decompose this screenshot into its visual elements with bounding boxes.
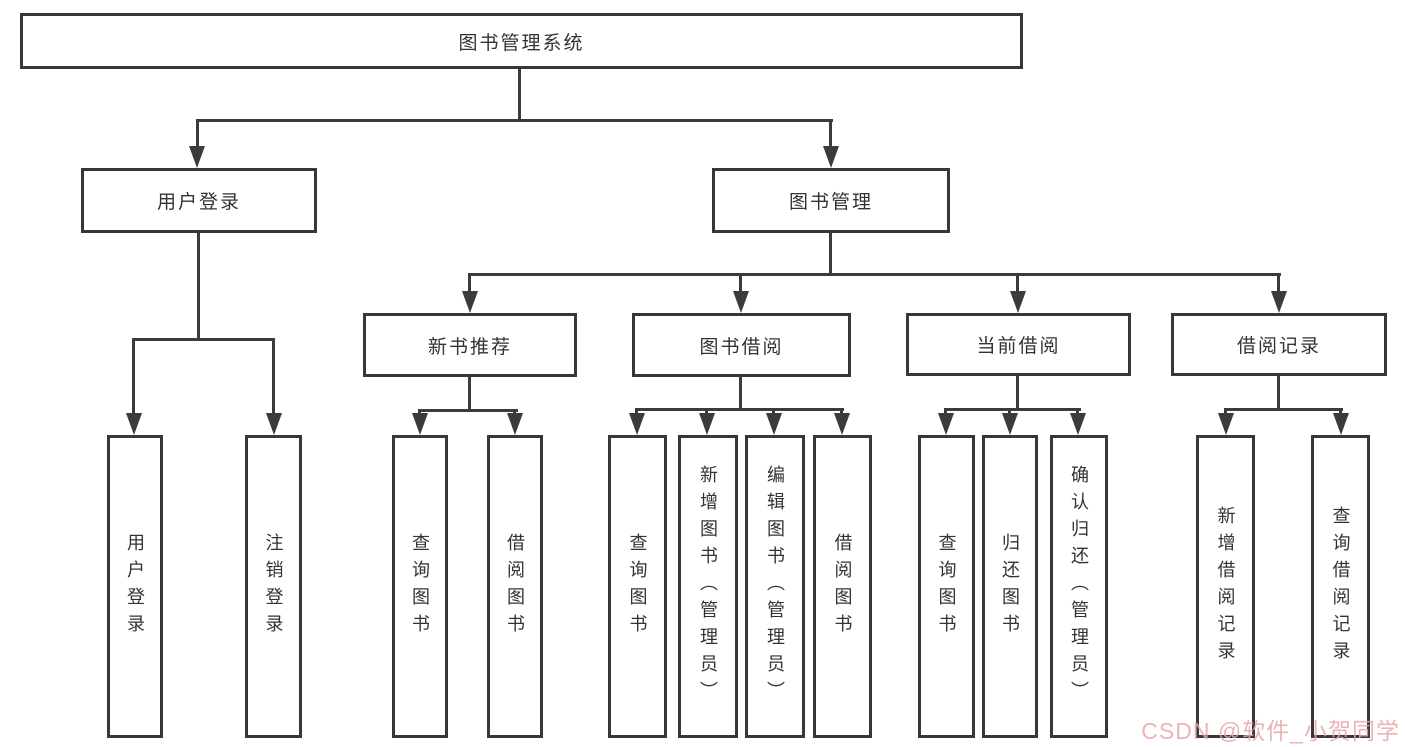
connector-drop [944, 408, 947, 415]
connector-stem [829, 233, 832, 273]
arrowhead-down-icon [1002, 413, 1018, 435]
arrowhead-down-icon [938, 413, 954, 435]
arrowhead-down-icon [823, 146, 839, 168]
connector-bar [418, 409, 518, 412]
leaf-query-books-recommend: 查询图书 [392, 435, 448, 738]
node-label: 用户登录 [156, 192, 241, 213]
leaf-label: 归还图书 [1000, 532, 1020, 641]
arrowhead-down-icon [189, 146, 205, 168]
connector-stem [1016, 376, 1019, 408]
connector-drop [132, 338, 135, 416]
arrowhead-down-icon [462, 291, 478, 313]
connector-bar [635, 408, 844, 411]
leaf-label: 注销登录 [263, 532, 284, 641]
leaf-add-books-admin: 新增图书（管理员） [678, 435, 738, 738]
node-label: 借阅记录 [1236, 336, 1321, 357]
arrowhead-down-icon [126, 413, 142, 435]
connector-drop [1016, 273, 1019, 293]
connector-drop [772, 408, 775, 415]
connector-stem [739, 377, 742, 408]
connector-drop [635, 408, 638, 415]
leaf-label: 查询图书 [936, 532, 957, 641]
leaf-label: 新增图书（管理员） [698, 465, 718, 708]
connector-drop [705, 408, 708, 415]
leaf-confirm-return-admin: 确认归还（管理员） [1050, 435, 1108, 738]
arrowhead-down-icon [699, 413, 715, 435]
node-book-borrowing: 图书借阅 [632, 313, 851, 377]
node-label: 新书推荐 [427, 336, 512, 358]
leaf-borrow-books: 借阅图书 [813, 435, 872, 738]
node-root-label: 图书管理系统 [458, 32, 585, 54]
arrowhead-down-icon [412, 413, 428, 435]
leaf-query-books-borrowing: 查询图书 [608, 435, 667, 738]
arrowhead-down-icon [629, 413, 645, 435]
node-borrowing-records: 借阅记录 [1171, 313, 1387, 376]
connector-drop [1008, 408, 1011, 415]
arrowhead-down-icon [1070, 413, 1086, 435]
leaf-query-books-current: 查询图书 [918, 435, 975, 738]
node-current-borrowing: 当前借阅 [906, 313, 1131, 376]
leaf-label: 查询图书 [410, 532, 430, 641]
arrowhead-down-icon [1271, 291, 1287, 313]
arrowhead-down-icon [733, 291, 749, 313]
connector-drop [1224, 408, 1227, 415]
node-label: 当前借阅 [976, 336, 1061, 357]
connector-drop [840, 408, 843, 415]
node-new-book-recommend: 新书推荐 [363, 313, 577, 377]
arrowhead-down-icon [1333, 413, 1349, 435]
leaf-label: 编辑图书（管理员） [765, 465, 785, 708]
connector-stem [1277, 376, 1280, 408]
connector-bar [944, 408, 1081, 411]
leaf-label: 新增借阅记录 [1215, 505, 1236, 668]
connector-root-bar [196, 119, 833, 122]
connector-bar [469, 273, 1281, 276]
connector-drop [468, 273, 471, 293]
arrowhead-down-icon [834, 413, 850, 435]
node-root-system: 图书管理系统 [20, 13, 1023, 69]
leaf-borrow-books-recommend: 借阅图书 [487, 435, 543, 738]
connector-bar [1224, 408, 1343, 411]
csdn-watermark: CSDN @软件_小贺同学 [1141, 718, 1400, 744]
leaf-logout: 注销登录 [245, 435, 302, 738]
connector-drop [1076, 408, 1079, 415]
connector-drop [196, 119, 199, 149]
leaf-query-borrow-record: 查询借阅记录 [1311, 435, 1370, 738]
leaf-label: 确认归还（管理员） [1069, 465, 1089, 708]
leaf-label: 借阅图书 [832, 532, 853, 641]
connector-drop [829, 119, 832, 149]
arrowhead-down-icon [1218, 413, 1234, 435]
connector-bar [133, 338, 275, 341]
connector-drop [1277, 273, 1280, 293]
connector-drop [1339, 408, 1342, 415]
connector-stem [197, 233, 200, 338]
leaf-user-login: 用户登录 [107, 435, 163, 738]
node-book-management: 图书管理 [712, 168, 950, 233]
arrowhead-down-icon [507, 413, 523, 435]
leaf-add-borrow-record: 新增借阅记录 [1196, 435, 1255, 738]
leaf-label: 用户登录 [125, 532, 145, 641]
connector-root-stem [518, 69, 521, 119]
connector-drop [272, 338, 275, 416]
leaf-label: 借阅图书 [505, 532, 525, 641]
arrowhead-down-icon [1010, 291, 1026, 313]
leaf-label: 查询借阅记录 [1330, 505, 1351, 668]
arrowhead-down-icon [266, 413, 282, 435]
connector-drop [418, 409, 421, 415]
leaf-edit-books-admin: 编辑图书（管理员） [745, 435, 805, 738]
connector-drop [739, 273, 742, 293]
node-user-login: 用户登录 [81, 168, 317, 233]
node-label: 图书借阅 [699, 336, 784, 358]
arrowhead-down-icon [766, 413, 782, 435]
leaf-return-books: 归还图书 [982, 435, 1038, 738]
node-label: 图书管理 [788, 192, 873, 213]
connector-stem [468, 377, 471, 409]
connector-drop [513, 409, 516, 415]
leaf-label: 查询图书 [627, 532, 648, 641]
